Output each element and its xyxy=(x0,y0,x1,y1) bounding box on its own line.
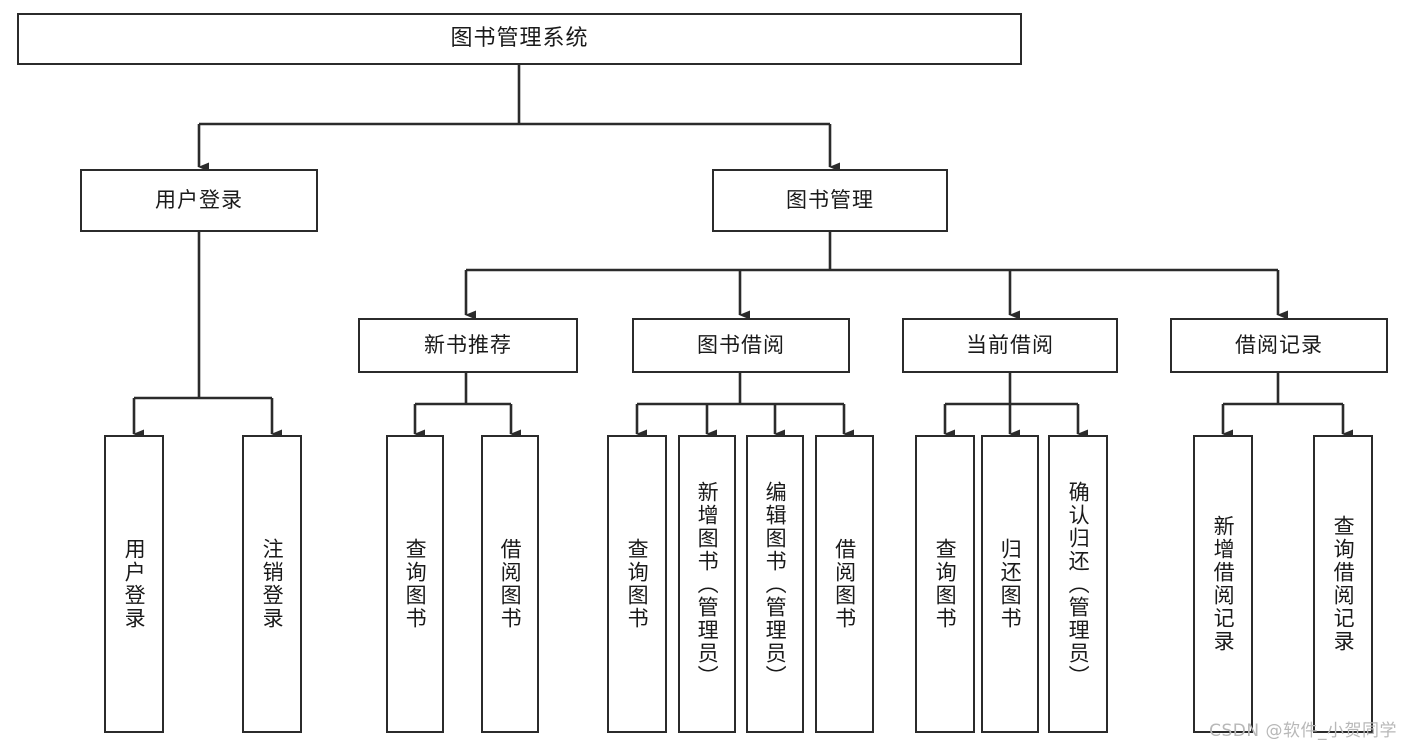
node-new-book-recommend[interactable]: 新书推荐 xyxy=(358,318,578,373)
leaf-query-book-borrow[interactable]: 查询图书 xyxy=(607,435,667,733)
node-label: 用户登录 xyxy=(155,187,243,212)
leaf-borrow-book-borrow[interactable]: 借阅图书 xyxy=(815,435,874,733)
node-label: 确认归还（管理员） xyxy=(1066,480,1091,688)
node-label: 借阅图书 xyxy=(832,538,857,630)
node-label: 编辑图书（管理员） xyxy=(763,480,788,688)
node-label: 查询图书 xyxy=(625,538,650,630)
node-label: 归还图书 xyxy=(998,538,1023,630)
node-label: 新增借阅记录 xyxy=(1211,515,1236,653)
node-label: 图书管理 xyxy=(786,187,874,212)
node-label: 注销登录 xyxy=(260,538,285,630)
leaf-query-borrow-record[interactable]: 查询借阅记录 xyxy=(1313,435,1373,733)
leaf-borrow-book-recommend[interactable]: 借阅图书 xyxy=(481,435,539,733)
node-book-management[interactable]: 图书管理 xyxy=(712,169,948,232)
leaf-return-book[interactable]: 归还图书 xyxy=(981,435,1039,733)
node-label: 借阅图书 xyxy=(498,538,523,630)
leaf-query-book-current[interactable]: 查询图书 xyxy=(915,435,975,733)
leaf-user-login[interactable]: 用户登录 xyxy=(104,435,164,733)
leaf-query-book-recommend[interactable]: 查询图书 xyxy=(386,435,444,733)
node-book-borrow[interactable]: 图书借阅 xyxy=(632,318,850,373)
leaf-add-borrow-record[interactable]: 新增借阅记录 xyxy=(1193,435,1253,733)
leaf-edit-book-admin[interactable]: 编辑图书（管理员） xyxy=(746,435,804,733)
node-borrow-record[interactable]: 借阅记录 xyxy=(1170,318,1388,373)
node-label: 新增图书（管理员） xyxy=(695,480,720,688)
node-current-borrow[interactable]: 当前借阅 xyxy=(902,318,1118,373)
node-label: 查询图书 xyxy=(403,538,428,630)
node-label: 借阅记录 xyxy=(1235,332,1323,357)
leaf-confirm-return-admin[interactable]: 确认归还（管理员） xyxy=(1048,435,1108,733)
node-root-book-management-system[interactable]: 图书管理系统 xyxy=(17,13,1022,65)
node-label: 图书管理系统 xyxy=(450,25,589,51)
node-label: 查询借阅记录 xyxy=(1331,515,1356,653)
node-label: 当前借阅 xyxy=(966,332,1054,357)
node-label: 查询图书 xyxy=(933,538,958,630)
node-label: 图书借阅 xyxy=(697,332,785,357)
node-label: 新书推荐 xyxy=(424,332,512,357)
node-label: 用户登录 xyxy=(122,538,147,630)
node-user-login[interactable]: 用户登录 xyxy=(80,169,318,232)
leaf-add-book-admin[interactable]: 新增图书（管理员） xyxy=(678,435,736,733)
leaf-logout-login[interactable]: 注销登录 xyxy=(242,435,302,733)
watermark-text: CSDN @软件_小贺同学 xyxy=(1209,721,1397,741)
